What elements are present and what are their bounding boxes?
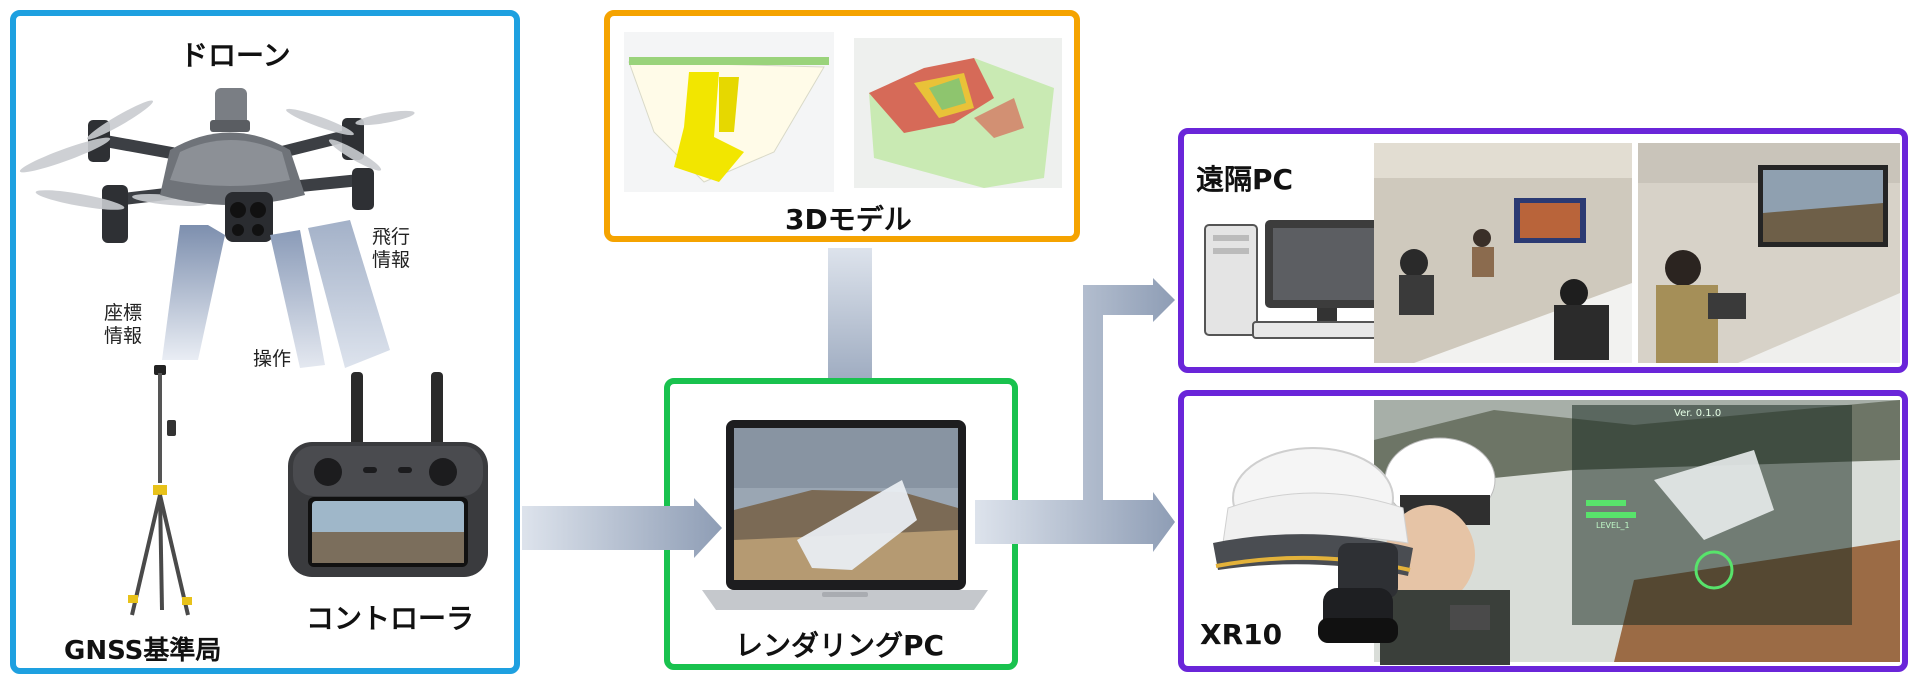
coord-info-label: 座標 情報 — [104, 302, 142, 348]
3d-model-label: 3Dモデル — [785, 198, 912, 238]
drone-label: ドローン — [180, 34, 291, 74]
remote-meeting-photo-2 — [1638, 143, 1900, 363]
flight-info-label: 飛行 情報 — [372, 226, 410, 272]
arrow-render-to-outputs — [975, 270, 1185, 560]
remote-pc-label: 遠隔PC — [1196, 158, 1293, 198]
gnss-base-station-image — [120, 365, 200, 625]
controller-image — [283, 372, 493, 582]
arrow-drone-to-render — [522, 498, 722, 558]
xr10-label: XR10 — [1200, 618, 1282, 651]
rendering-pc-label: レンダリングPC — [735, 624, 944, 664]
xr-hud-version: Ver. 0.1.0 — [1674, 408, 1721, 419]
desktop-pc-image — [1205, 220, 1395, 345]
operation-label: 操作 — [253, 348, 291, 371]
laptop-image — [702, 420, 988, 620]
remote-meeting-photo-1 — [1374, 143, 1632, 363]
gnss-label: GNSS基準局 — [64, 630, 221, 667]
controller-label: コントローラ — [306, 597, 474, 637]
3d-model-image-right — [854, 38, 1062, 188]
3d-model-image-left — [624, 32, 834, 192]
xr-hud-level: LEVEL_1 — [1596, 521, 1630, 530]
